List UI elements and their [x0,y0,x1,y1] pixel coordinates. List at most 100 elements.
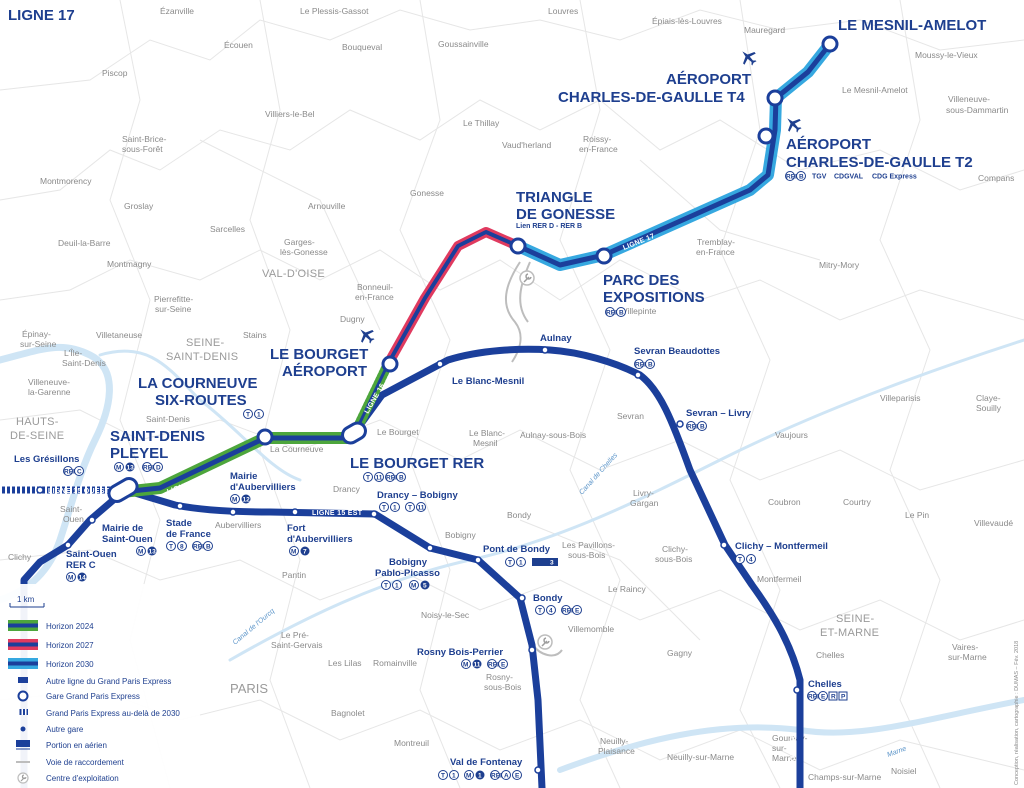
dept-label: HAUTS- [16,416,59,428]
station-dot[interactable] [541,346,549,354]
badge-label: T [738,557,742,564]
badge-label: 8 [180,544,184,551]
transilien-badge [828,691,838,701]
town-label: sous-Dammartin [946,105,1009,115]
badge-label: RER [635,362,649,369]
badge-label: RER [562,608,576,615]
connection-badges: T 4 [735,554,756,564]
town-label: Saint-Gervais [271,640,323,650]
station-label-mairie-aubervilliers: d'Aubervilliers [230,482,296,493]
badge-label: B [799,174,804,181]
tram-badge [405,502,415,512]
town-label: Champs-sur-Marne [808,772,881,782]
station-dot[interactable] [793,686,801,694]
town-label: Montreuil [394,738,429,748]
legend-item-h2024: Horizon 2024 [8,620,94,631]
station-label-chelles: Chelles [808,679,842,690]
station-dot[interactable] [370,510,378,518]
airplane-icons [360,51,802,344]
town-label: Garges- [284,237,315,247]
station-dot[interactable] [720,541,728,549]
station-dot[interactable] [426,544,434,552]
town-label: Gagny [667,648,693,658]
legend-label: Centre d'exploitation [46,774,119,783]
town-label: Piscop [102,68,128,78]
wrench-icon [537,634,553,650]
department-labels: VAL-D'OISE SEINE- SAINT-DENIS HAUTS- DE-… [10,268,879,696]
town-label: Coubron [768,497,801,507]
station-marker[interactable] [340,420,369,446]
metro-line-badge [420,580,430,590]
town-label: Plaisance [598,746,635,756]
station-label-aulnay: Aulnay [540,333,572,344]
station-marker[interactable] [595,247,613,265]
station-marker[interactable] [106,476,140,505]
station-dot[interactable] [528,646,536,654]
station-labels: LE MESNIL-AMELOT AÉROPORT CHARLES-DE-GAU… [14,17,986,780]
station-dot[interactable] [291,508,299,516]
station-marker[interactable] [821,35,839,53]
station-marker[interactable] [757,127,775,145]
station-dot[interactable] [436,360,444,368]
station-dot[interactable] [634,371,642,379]
rer-badge [192,541,202,551]
legend: 1 km Horizon 2024 Horizon 2027 Horizon 2… [0,584,200,788]
town-label: Épiais-lès-Louvres [652,16,722,26]
station-dot[interactable] [474,556,482,564]
town-label: Chelles [816,650,844,660]
town-label: Pantin [282,570,306,580]
rer-line-badge [74,466,84,476]
badge-label: RER [687,424,701,431]
town-label: sur-Seine [20,339,57,349]
station-label-val-de-fontenay: Val de Fontenay [450,757,523,768]
tram-badge [363,472,373,482]
legend-item-gpe-station: Gare Grand Paris Express [17,690,140,702]
metro-badge [136,546,146,556]
town-label: Gonesse [410,188,444,198]
town-label: Marne [772,753,796,763]
connection-badges: M 13 RER D [114,462,163,472]
connection-badges: T 8 RER B [166,541,213,551]
station-dot[interactable] [229,508,237,516]
tram-line-badge [254,409,264,419]
connection-badges: T 1 [243,409,264,419]
badge-label: 4 [549,608,553,615]
badge-label: RER [808,694,822,701]
station-marker[interactable] [509,237,527,255]
station-dot[interactable] [676,420,684,428]
town-label: Courtry [843,497,872,507]
station-dot[interactable] [534,766,542,774]
station-dot[interactable] [36,486,44,494]
tram-badge [505,557,515,567]
station-label-bourget-aeroport: AÉROPORT [282,363,367,380]
station-dot[interactable] [88,516,96,524]
badge-label: B [700,424,705,431]
badge-label: M [466,773,471,780]
tram-line-badge [746,554,756,564]
town-label: Moussy-le-Vieux [915,50,978,60]
badge-label: T [441,773,445,780]
station-marker[interactable] [381,355,399,373]
station-marker[interactable] [766,89,784,107]
rer-line-badge [818,691,828,701]
badge-label: E [501,662,506,669]
tram-line-badge [390,502,400,512]
town-label: Montmorency [40,176,92,186]
wrench-icon [17,772,29,784]
station-label-bobigny-pablo-picasso: Bobigny [389,557,428,568]
station-dot[interactable] [518,594,526,602]
badge-label: 5 [423,583,427,590]
badge-label: T [384,583,388,590]
town-label: Drancy [333,484,361,494]
station-marker[interactable] [256,428,274,446]
badge-label: 1 [393,505,397,512]
badge-label: B [648,362,653,369]
connection-badges: RER B TGV CDGVAL CDG Express [785,171,917,181]
connection-badges: T 4 RER E [535,605,582,615]
legend-item-h2027: Horizon 2027 [8,639,94,650]
station-dot[interactable] [176,502,184,510]
tram-badge [735,554,745,564]
station-label-sevran-livry: Sevran – Livry [686,408,752,419]
badge-label: RER [386,475,400,482]
station-dot[interactable] [64,541,72,549]
